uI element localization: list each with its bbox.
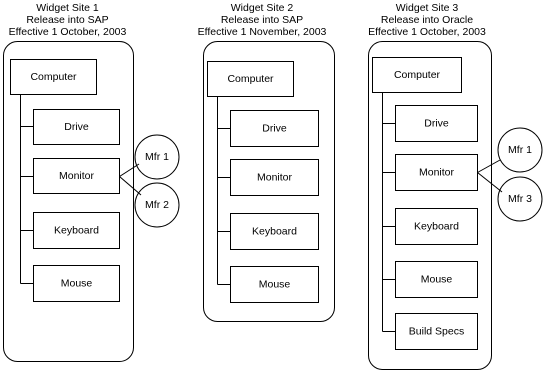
site-1-title-line-2: Release into SAP: [26, 14, 109, 26]
site-3-title-line-3: Effective 1 October, 2003: [368, 26, 486, 38]
site-3-child-box-4: [395, 261, 478, 298]
site-2-container: [203, 41, 335, 322]
site-3-child-label-5: Build Specs: [409, 326, 464, 338]
site-1-child-label-4: Mouse: [61, 278, 93, 290]
site-1-title: Widget Site 1 Release into SAP Effective…: [0, 2, 135, 38]
site-2-parent-box: [207, 61, 294, 97]
site-3-mfr-link-1: [477, 159, 501, 173]
site-3-title-line-1: Widget Site 3: [395, 2, 459, 14]
site-1-mfr-link-2: [119, 176, 142, 196]
site-1-child-label-2: Monitor: [59, 170, 95, 182]
site-1-mfr-circle-2: [134, 182, 180, 228]
site-1-mfr-link-1: [119, 163, 140, 177]
site-2-child-box-3: [230, 213, 319, 250]
site-3-child-label-1: Drive: [424, 118, 449, 130]
site-2-child-box-1: [230, 110, 319, 147]
site-1-child-box-1: [33, 109, 120, 145]
site-2-child-box-2: [230, 159, 319, 196]
site-2-title-line-3: Effective 1 November, 2003: [197, 26, 327, 38]
site-3-child-box-1: [395, 105, 478, 142]
site-1-container: [3, 41, 134, 362]
site-1-child-label-1: Drive: [64, 121, 89, 133]
site-3-mfr-link-2: [477, 172, 503, 193]
site-2-title-line-1: Widget Site 2: [230, 2, 294, 14]
site-1-parent-label: Computer: [30, 71, 77, 83]
site-1-parent-box: [10, 59, 97, 95]
site-3-mfr-label-2: Mfr 3: [508, 193, 532, 205]
site-3-mfr-label-1: Mfr 1: [508, 144, 532, 156]
site-1-child-label-3: Keyboard: [54, 225, 99, 237]
site-2-title-line-2: Release into SAP: [220, 14, 304, 26]
site-3-mfr-circle-2: [497, 176, 543, 222]
site-3-parent-label: Computer: [394, 69, 441, 81]
site-2-child-label-2: Monitor: [257, 172, 293, 184]
site-3-child-box-5: [395, 313, 478, 350]
site-3-child-label-3: Keyboard: [414, 221, 459, 233]
site-1-child-box-4: [33, 265, 120, 302]
site-2-child-box-4: [230, 266, 319, 303]
site-3-child-label-2: Monitor: [419, 167, 455, 179]
site-1-title-line-1: Widget Site 1: [36, 2, 99, 14]
site-3-parent-box: [372, 57, 462, 93]
site-2-child-label-1: Drive: [262, 123, 287, 135]
site-3-mfr-circle-1: [497, 127, 543, 173]
site-2-child-label-3: Keyboard: [252, 226, 297, 238]
site-2-title: Widget Site 2 Release into SAP Effective…: [192, 2, 332, 38]
site-1-mfr-label-2: Mfr 2: [145, 199, 169, 211]
site-1-title-line-3: Effective 1 October, 2003: [8, 26, 127, 38]
site-3-child-label-4: Mouse: [421, 274, 453, 286]
site-1-mfr-circle-1: [134, 134, 180, 180]
site-3-title: Widget Site 3 Release into Oracle Effect…: [357, 2, 497, 38]
site-2-parent-label: Computer: [227, 73, 274, 85]
site-3-title-line-2: Release into Oracle: [380, 14, 474, 26]
site-3-container: [368, 41, 492, 370]
site-1-child-box-3: [33, 212, 120, 249]
site-2-child-label-4: Mouse: [259, 279, 291, 291]
site-1-mfr-label-1: Mfr 1: [145, 151, 169, 163]
site-3-child-box-3: [395, 208, 478, 245]
